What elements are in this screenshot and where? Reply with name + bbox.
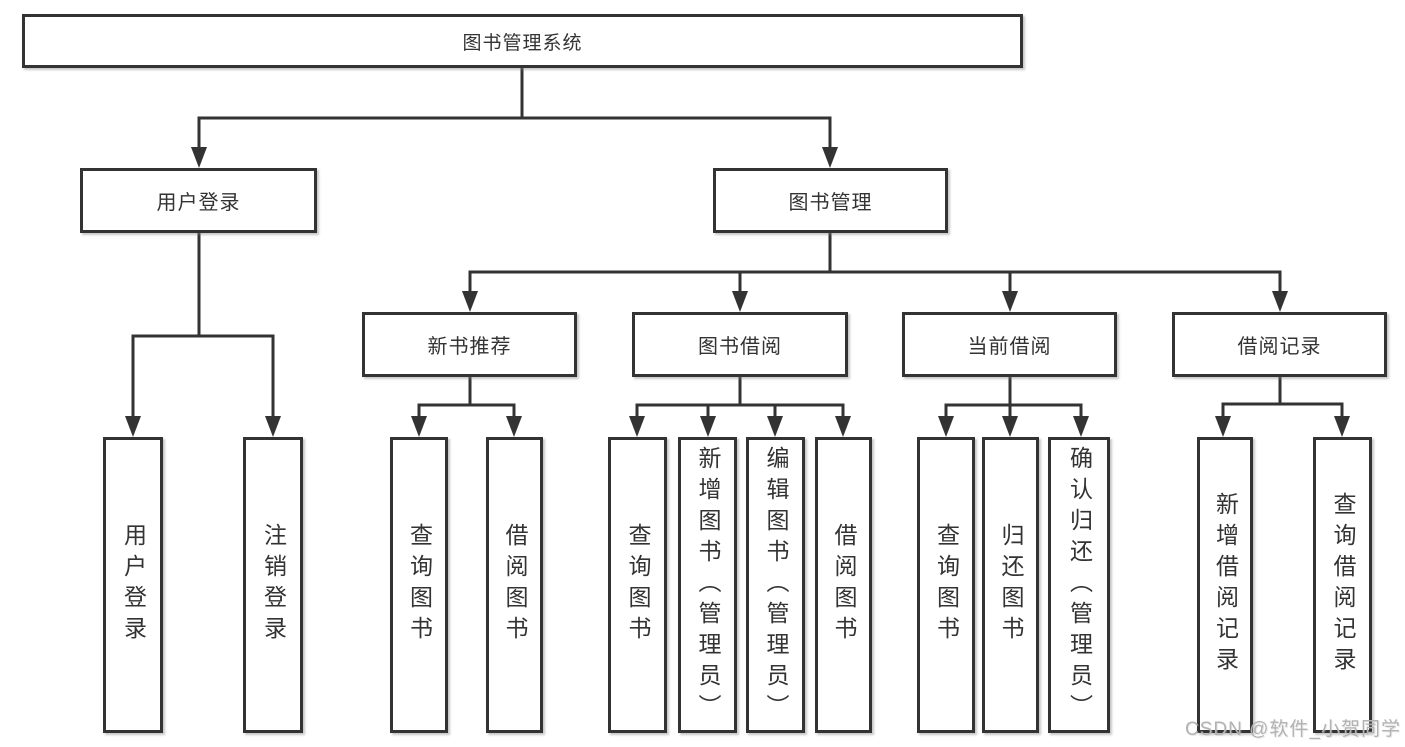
node-user-login: 用户登录 <box>80 168 317 233</box>
node-leaf-bb-query-books: 查询图书 <box>608 437 667 733</box>
node-root: 图书管理系统 <box>22 14 1023 68</box>
node-leaf-bb-borrow-books: 借阅图书 <box>815 437 872 733</box>
node-leaf-bb-edit-books-admin: 编辑图书（管理员） <box>746 437 805 733</box>
node-leaf-nb-query-books-label: 查询图书 <box>406 523 433 647</box>
arrowheads <box>125 147 1350 437</box>
node-leaf-confirm-return-admin-label: 确认归还（管理员） <box>1066 445 1093 725</box>
node-leaf-confirm-return-admin: 确认归还（管理员） <box>1048 437 1110 733</box>
node-new-book-recommend: 新书推荐 <box>362 312 577 377</box>
node-book-borrowing-label: 图书借阅 <box>698 336 782 358</box>
node-leaf-nb-query-books: 查询图书 <box>390 437 448 733</box>
node-leaf-bb-edit-books-admin-label: 编辑图书（管理员） <box>763 445 789 725</box>
node-book-management-label: 图书管理 <box>788 192 873 214</box>
node-borrowing-records: 借阅记录 <box>1172 312 1387 377</box>
node-leaf-bb-query-books-label: 查询图书 <box>625 523 651 647</box>
node-current-borrowing: 当前借阅 <box>902 312 1117 377</box>
node-borrowing-records-label: 借阅记录 <box>1237 336 1322 358</box>
node-leaf-add-borrow-record-label: 新增借阅记录 <box>1212 492 1239 678</box>
node-leaf-add-borrow-record: 新增借阅记录 <box>1197 437 1253 733</box>
node-leaf-bb-add-books-admin: 新增图书（管理员） <box>678 437 737 733</box>
node-leaf-user-login-label: 用户登录 <box>120 523 147 647</box>
node-new-book-recommend-label: 新书推荐 <box>427 336 512 358</box>
node-leaf-bb-borrow-books-label: 借阅图书 <box>831 523 857 647</box>
node-leaf-logout-label: 注销登录 <box>260 523 287 647</box>
node-leaf-cur-query-books-label: 查询图书 <box>933 523 960 647</box>
node-leaf-return-books: 归还图书 <box>982 437 1039 733</box>
node-leaf-bb-add-books-admin-label: 新增图书（管理员） <box>695 445 721 725</box>
node-book-borrowing: 图书借阅 <box>632 312 848 377</box>
node-leaf-nb-borrow-books-label: 借阅图书 <box>502 523 528 647</box>
node-leaf-query-borrow-record-label: 查询借阅记录 <box>1330 492 1356 678</box>
node-leaf-cur-query-books: 查询图书 <box>917 437 975 733</box>
node-leaf-return-books-label: 归还图书 <box>998 523 1024 647</box>
node-leaf-nb-borrow-books: 借阅图书 <box>486 437 543 733</box>
node-current-borrowing-label: 当前借阅 <box>967 336 1052 358</box>
node-book-management: 图书管理 <box>713 168 948 233</box>
node-root-label: 图书管理系统 <box>462 32 583 54</box>
node-leaf-user-login: 用户登录 <box>103 437 163 733</box>
node-user-login-label: 用户登录 <box>156 192 241 214</box>
node-leaf-query-borrow-record: 查询借阅记录 <box>1313 437 1372 733</box>
node-leaf-logout: 注销登录 <box>243 437 303 733</box>
